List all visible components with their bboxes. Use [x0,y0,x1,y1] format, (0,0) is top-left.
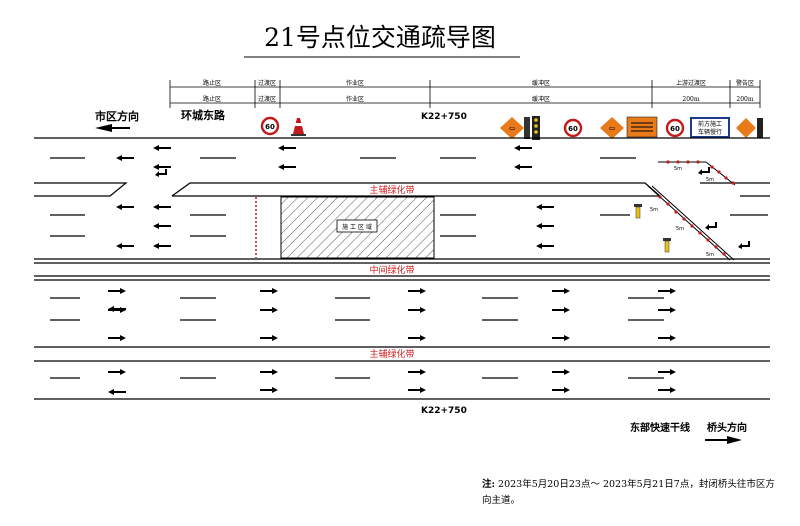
speed-limit-sign-2: 60 [563,118,583,138]
traffic-cone-icon [291,118,306,136]
note-text: 2023年5月20日23点～ 2023年5月21日7点，封闭桥头往市区方向主道。 [482,479,775,506]
note-prefix: 注: [482,479,496,490]
aux-green-belt-label-top: 主辅绿化带 [369,184,414,196]
zone-length-stop: 路止区 [203,95,221,103]
zone-label-buffer: 缓冲区 [532,79,550,87]
zone-length-buffer: 缓冲区 [532,95,550,103]
right-arrows [108,288,676,393]
left-direction-label: 市区方向 [95,109,139,123]
expressway-label: 东部快速干线 [630,421,690,434]
zone-length-upstream: 200m [682,96,699,103]
zone-label-upstream: 上游过渡区 [676,79,706,87]
warning-sign-icon [736,118,763,138]
speed-limit-sign-3: 60 [665,118,685,138]
svg-text:5m: 5m [674,166,682,172]
zone-label-transition: 过渡区 [258,79,276,87]
svg-text:60: 60 [670,125,680,133]
diagram-title: 21号点位交通疏导图 [264,23,496,52]
svg-text:5m: 5m [650,207,658,213]
chainage-top: K22+750 [421,112,467,122]
right-direction-label: 桥头方向 [707,421,747,434]
road-name: 环城东路 [181,108,226,122]
svg-text:5m: 5m [706,177,714,183]
svg-text:60: 60 [568,125,578,133]
zone-length-work: 作业区 [346,95,364,103]
zone-label-stop: 路止区 [203,79,221,87]
zone-label-work: 作业区 [346,79,364,87]
road-lines [34,137,770,400]
chainage-bottom: K22+750 [421,406,467,416]
svg-text:5m: 5m [706,252,714,258]
cone-spacing-labels: 5m 5m 5m 5m 5m [650,166,714,258]
right-direction-arrow [705,436,742,444]
cone-taper-upper [658,160,736,186]
arrow-board-sign-2: ⇦ [600,116,658,139]
warning-light-icons [634,204,671,253]
aux-green-belt-label-bottom: 主辅绿化带 [369,348,414,360]
left-direction-arrow [95,124,130,132]
svg-text:前方施工: 前方施工 [698,120,722,128]
closure-note: 注: 2023年5月20日23点～ 2023年5月21日7点，封闭桥头往市区方向… [482,477,782,509]
svg-text:⇦: ⇦ [609,124,616,133]
zone-label-warning: 警告区 [736,79,754,87]
svg-text:车辆慢行: 车辆慢行 [698,128,722,136]
svg-text:⇦: ⇦ [509,124,516,133]
turn-arrows [155,167,750,249]
work-zone-label: 施 工 区 域 [342,223,372,231]
light-column-icon [532,116,540,140]
svg-text:60: 60 [265,123,275,131]
zone-dimensions [169,80,761,108]
arrow-board-sign-1: ⇦ [500,117,530,139]
zone-length-warning: 200m [736,96,753,103]
svg-text:5m: 5m [676,226,684,232]
zone-length-transition: 过渡区 [258,95,276,103]
middle-green-belt-label: 中间绿化带 [369,264,414,276]
work-zone-label-box [336,219,378,233]
lane-markings [50,157,768,379]
construction-notice-sign: 前方施工 车辆慢行 [690,117,730,138]
speed-limit-sign-1: 60 [260,116,280,136]
cone-taper-lower [647,185,735,261]
